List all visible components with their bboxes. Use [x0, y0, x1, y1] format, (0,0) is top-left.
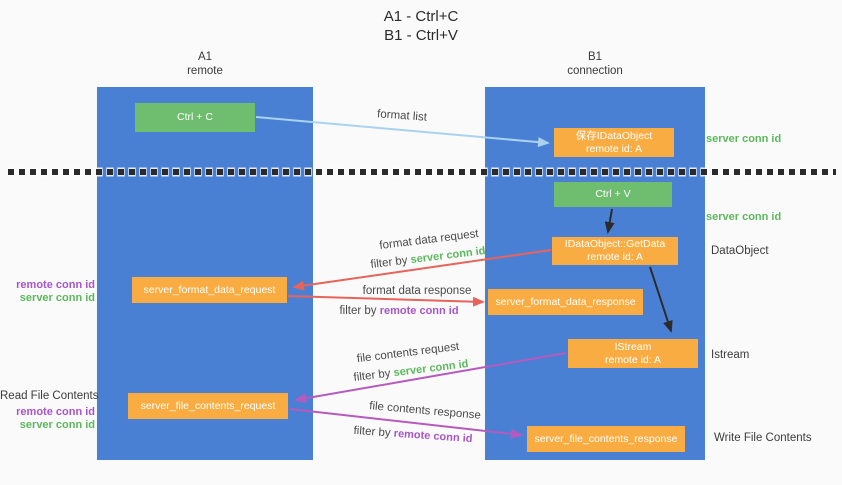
- read-file-contents-annotation: Read File Contents: [0, 390, 99, 402]
- title-line-1: A1 - Ctrl+C: [383, 8, 459, 25]
- node-ctrl-v: Ctrl + V: [554, 182, 672, 207]
- column-header-a1: A1 remote: [97, 50, 313, 78]
- left-conn-id-stack-lower: remote conn id server conn id: [0, 406, 95, 432]
- filter-by-remote-conn-id-label-1: filter by remote conn id: [339, 305, 458, 317]
- node-istream-line1: IStream: [614, 340, 652, 353]
- filter-by-text: filter by: [339, 305, 377, 317]
- node-server-format-data-request: server_format_data_request: [132, 277, 287, 303]
- format-data-response-label: format data response: [362, 285, 472, 297]
- server-conn-id-text: server conn id: [392, 358, 470, 380]
- format-list-label: format list: [376, 108, 428, 124]
- server-conn-id-annotation-top: server conn id: [706, 133, 782, 145]
- column-b1-subtitle: connection: [567, 65, 623, 77]
- node-istream: IStream remote id: A: [568, 339, 698, 368]
- remote-conn-id-text: remote conn id: [393, 427, 473, 446]
- node-ctrl-c: Ctrl + C: [135, 103, 255, 132]
- node-server-format-data-request-label: server_format_data_request: [143, 283, 276, 296]
- diagram-title: A1 - Ctrl+C B1 - Ctrl+V: [0, 7, 842, 45]
- server-conn-id-annotation-upper: server conn id: [19, 292, 95, 304]
- remote-conn-id-annotation-lower: remote conn id: [16, 406, 95, 418]
- node-server-format-data-response: server_format_data_response: [488, 289, 643, 315]
- node-server-file-contents-response: server_file_contents_response: [527, 426, 685, 452]
- node-ctrl-v-label: Ctrl + V: [595, 188, 631, 200]
- node-server-format-data-response-label: server_format_data_response: [495, 295, 636, 308]
- server-conn-id-text: server conn id: [409, 245, 487, 267]
- column-header-b1: B1 connection: [485, 50, 705, 78]
- filter-by-text: filter by: [369, 254, 409, 271]
- node-server-file-contents-response-label: server_file_contents_response: [534, 432, 678, 445]
- istream-annotation: Istream: [711, 349, 750, 361]
- dataobject-annotation: DataObject: [711, 245, 769, 257]
- title-line-2: B1 - Ctrl+V: [384, 27, 458, 44]
- column-a1-subtitle: remote: [187, 65, 223, 77]
- node-save-idataobject: 保存IDataObject remote id: A: [554, 128, 674, 157]
- node-save-idataobject-line1: 保存IDataObject: [575, 129, 653, 142]
- node-save-idataobject-line2: remote id: A: [585, 142, 643, 155]
- node-ctrl-c-label: Ctrl + C: [177, 111, 213, 123]
- server-conn-id-annotation-mid: server conn id: [706, 211, 782, 223]
- remote-conn-id-annotation-upper: remote conn id: [16, 279, 95, 291]
- node-server-file-contents-request-label: server_file_contents_request: [140, 399, 276, 412]
- node-server-file-contents-request: server_file_contents_request: [128, 393, 288, 419]
- left-conn-id-stack-upper: remote conn id server conn id: [0, 279, 95, 305]
- node-getdata-line1: IDataObject::GetData: [564, 238, 666, 250]
- filter-by-remote-conn-id-label-2: filter by remote conn id: [353, 425, 473, 445]
- filter-by-text: filter by: [352, 367, 392, 384]
- column-a1-name: A1: [197, 51, 213, 63]
- filter-by-text: filter by: [353, 424, 391, 440]
- write-file-contents-annotation: Write File Contents: [714, 432, 812, 444]
- server-conn-id-annotation-lower: server conn id: [19, 419, 95, 431]
- file-contents-response-label: file contents response: [368, 400, 482, 422]
- column-b1-name: B1: [587, 51, 603, 63]
- node-istream-line2: remote id: A: [604, 353, 662, 366]
- node-idataobject-getdata: IDataObject::GetData remote id: A: [552, 237, 678, 265]
- node-getdata-line2: remote id: A: [586, 251, 644, 263]
- remote-conn-id-text: remote conn id: [379, 305, 459, 317]
